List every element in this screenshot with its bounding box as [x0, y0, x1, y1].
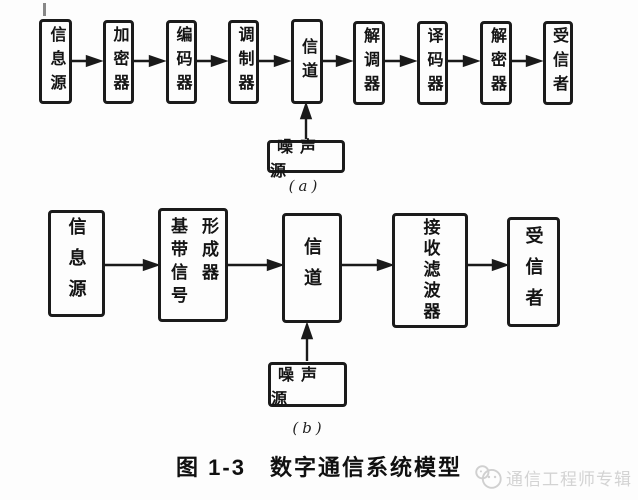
sub-figure-label-a: (a)	[288, 177, 322, 195]
box-b-baseband-signal-former: 基带信号形成器	[158, 208, 228, 322]
box-label: 基带信号形成器	[168, 217, 218, 309]
box-label: 受信者	[550, 27, 567, 99]
arrow-a3-a4	[197, 54, 229, 68]
box-b-noise-source: 噪声源	[268, 362, 347, 408]
box-label: 解调器	[361, 27, 378, 99]
box-b-information-source: 信息源	[48, 210, 105, 317]
box-label: 噪声源	[270, 138, 324, 180]
figure-caption: 图 1-3 数字通信系统模型	[176, 455, 462, 480]
box-a-channel: 信道	[291, 19, 323, 104]
watermark-text: 通信工程师专辑	[506, 469, 632, 489]
arrow-a5-a6	[323, 54, 354, 68]
arrow-b2-b3	[228, 258, 285, 272]
box-b-receiver: 受信者	[507, 217, 560, 327]
box-label: 受信者	[523, 225, 544, 319]
box-b-receive-filter: 接收滤波器	[392, 213, 468, 328]
arrow-a8-a9	[512, 54, 544, 68]
box-label: 信道	[302, 237, 322, 299]
arrow-a2-a3	[134, 54, 167, 68]
arrow-a4-a5	[259, 54, 292, 68]
box-label: 编码器	[173, 26, 191, 98]
arrow-noise-b-channel	[300, 321, 314, 361]
box-a-encryptor: 加密器	[103, 20, 134, 104]
box-a-receiver: 受信者	[543, 21, 573, 105]
box-label: 信息源	[47, 25, 65, 98]
box-a-demodulator: 解调器	[353, 21, 385, 105]
box-label: 噪声源	[271, 366, 325, 408]
scan-artifact-mark	[43, 3, 46, 16]
box-label: 信道	[299, 37, 316, 86]
box-a-modulator: 调制器	[228, 20, 259, 104]
arrow-a6-a7	[385, 54, 418, 68]
box-a-decryptor: 解密器	[480, 21, 512, 105]
box-label: 译码器	[424, 27, 442, 99]
arrow-b1-b2	[105, 258, 161, 272]
arrow-a1-a2	[72, 54, 104, 68]
box-a-decoder: 译码器	[417, 21, 448, 105]
box-label: 接收滤波器	[420, 218, 440, 323]
box-label: 调制器	[235, 26, 253, 98]
arrow-a7-a8	[448, 54, 481, 68]
arrow-b4-b5	[468, 258, 510, 272]
box-a-noise-source: 噪声源	[267, 139, 345, 180]
box-b-channel: 信道	[282, 213, 342, 323]
sub-figure-label-b: (b)	[292, 419, 326, 437]
chat-face-logo-icon	[475, 465, 502, 489]
box-label: 加密器	[110, 26, 128, 98]
box-a-information-source: 信息源	[39, 19, 72, 104]
watermark: 通信工程师专辑	[472, 460, 632, 494]
box-a-encoder: 编码器	[166, 20, 197, 104]
arrow-b3-b4	[342, 258, 395, 272]
box-label: 解密器	[488, 27, 505, 99]
box-label: 信息源	[66, 217, 87, 310]
